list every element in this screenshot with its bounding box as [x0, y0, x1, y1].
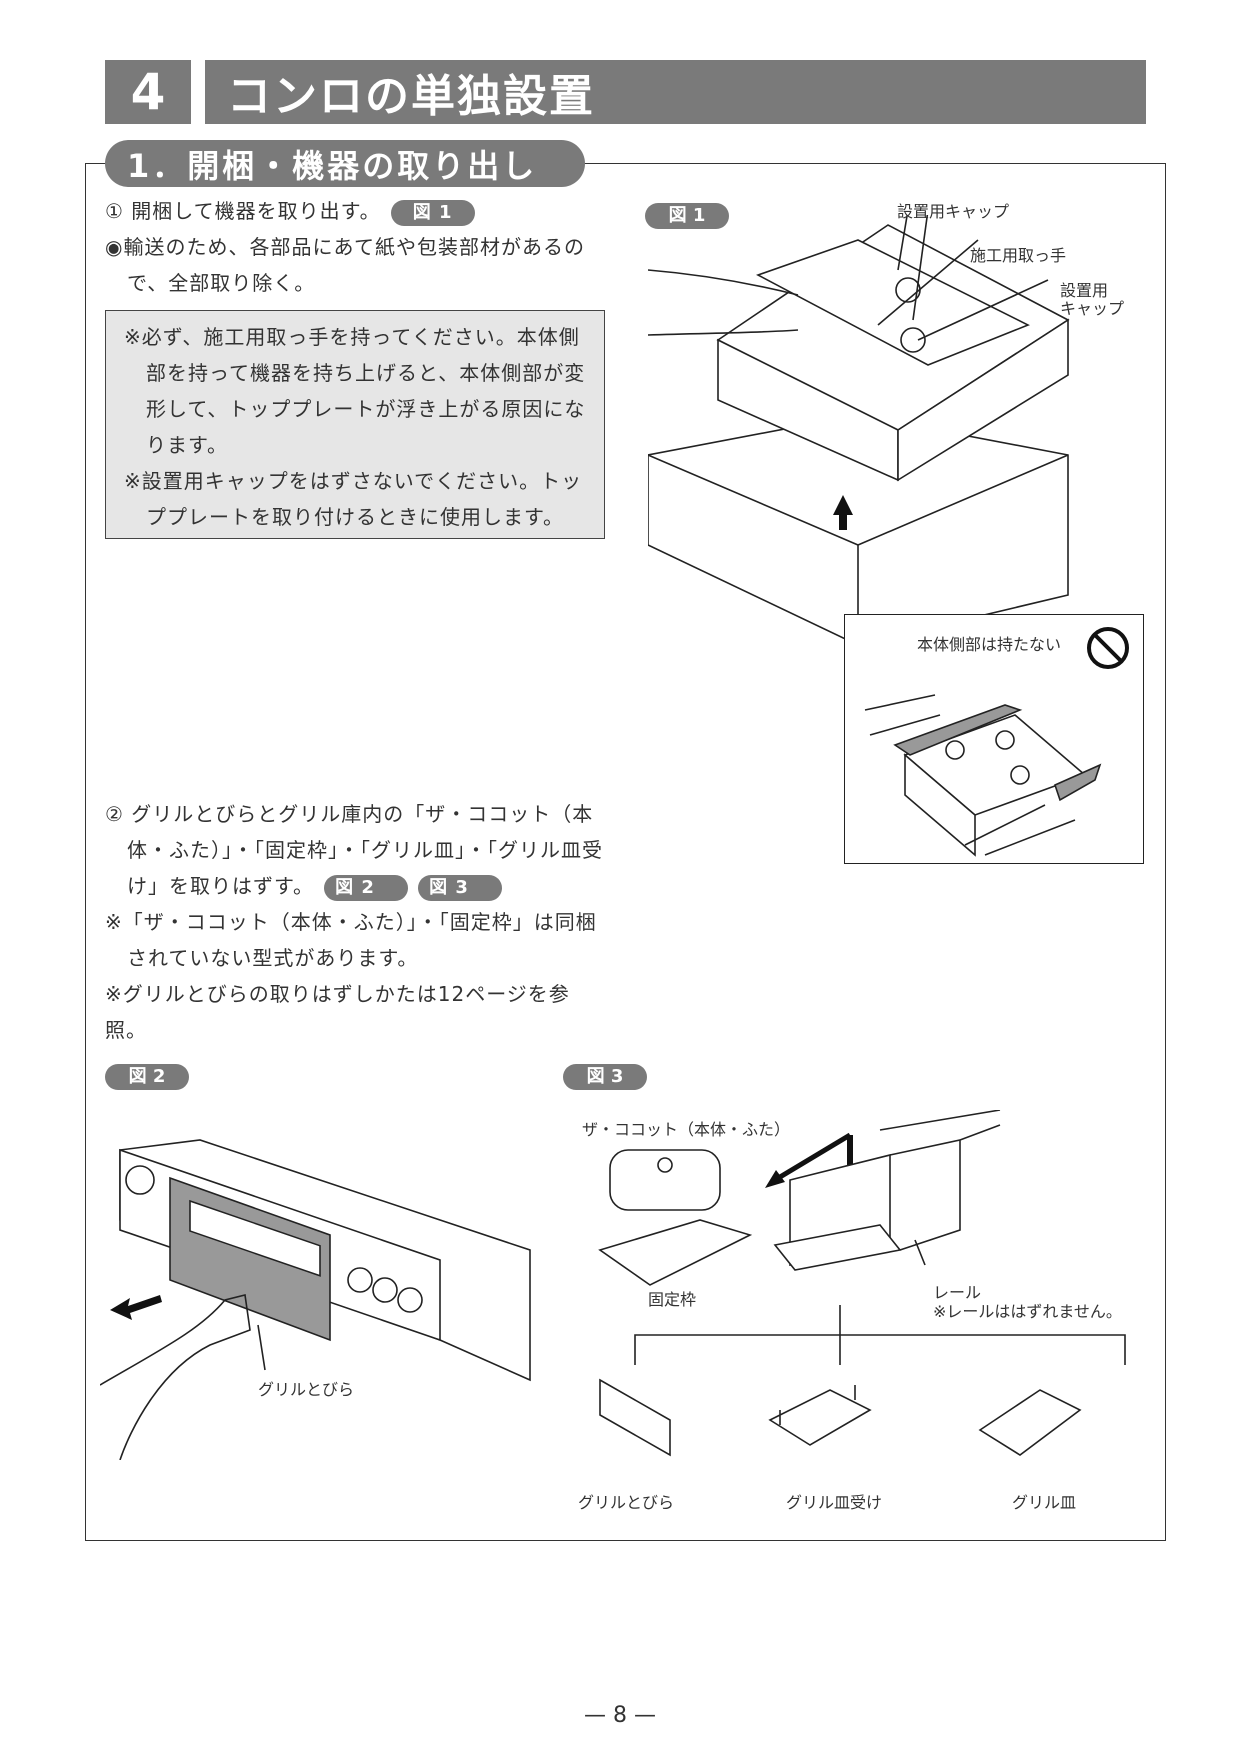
note-line: ※設置用キャップをはずさないでください。トッププレートを取り付けるときに使用しま… — [124, 469, 583, 529]
section-frame — [85, 163, 1166, 1541]
label-rail: レール — [933, 1283, 982, 1302]
pull-arrow-icon — [110, 1295, 162, 1320]
part-door — [599, 1378, 671, 1457]
chapter-number: 4 — [105, 60, 191, 124]
step1-bullet: ◉輸送のため、各部品にあて紙や包装部材があるので、全部取り除く。 — [105, 235, 586, 295]
section-title: 1．開梱・機器の取り出し — [105, 140, 585, 187]
fig1-inset: 本体側部は持たない — [844, 614, 1144, 864]
fig2-label-door: グリルとびら — [258, 1380, 355, 1399]
fig3-illustration — [598, 1110, 1126, 1457]
prohibited-icon — [1087, 627, 1129, 669]
caution-note: ※必ず、施工用取っ手を持ってください。本体側部を持って機器を持ち上げると、本体側… — [105, 310, 605, 539]
fig1-ref: 図 1 — [390, 199, 475, 226]
note-line: ※必ず、施工用取っ手を持ってください。本体側部を持って機器を持ち上げると、本体側… — [124, 325, 586, 457]
up-arrow-icon — [833, 495, 853, 530]
part-tray — [978, 1389, 1082, 1456]
fig1-illustration — [648, 215, 1070, 646]
fig3-ref: 図 3 — [418, 874, 502, 901]
label-rail-note: ※レールははずれません。 — [933, 1302, 1122, 1321]
label-cap2a: 設置用 — [1060, 281, 1109, 300]
inset-label: 本体側部は持たない — [917, 635, 1062, 654]
label-tray: グリル皿 — [1012, 1493, 1077, 1512]
label-cocotte: ザ・ココット（本体・ふた） — [582, 1120, 791, 1139]
fig1-tag: 図 1 — [645, 203, 729, 229]
label-grill-door: グリルとびら — [578, 1493, 675, 1512]
label-handle: 施工用取っ手 — [970, 246, 1067, 265]
fig2-ref: 図 2 — [324, 874, 408, 901]
step1-text: ① 開梱して機器を取り出す。 — [105, 199, 381, 223]
chapter-title: コンロの単独設置 — [205, 60, 1146, 124]
step2: ② グリルとびらとグリル庫内の「ザ・ココット（本体・ふた）」・「固定枠」・「グリ… — [105, 796, 605, 1048]
label-fixed-frame: 固定枠 — [648, 1290, 697, 1309]
page-number: — 8 — — [584, 1703, 656, 1728]
fig2-tag: 図 2 — [105, 1064, 189, 1090]
step2-note2: ※グリルとびらの取りはずしかたは12ページを参照。 — [105, 982, 570, 1042]
fig3-tag: 図 3 — [563, 1064, 647, 1090]
label-cap2b: キャップ — [1060, 299, 1125, 318]
step1: ① 開梱して機器を取り出す。図 1 ◉輸送のため、各部品にあて紙や包装部材がある… — [105, 193, 605, 301]
inset-illustration — [864, 694, 1102, 857]
cocotte — [609, 1149, 721, 1211]
label-cap: 設置用キャップ — [897, 202, 1010, 221]
step2-text: ② グリルとびらとグリル庫内の「ザ・ココット（本体・ふた）」・「固定枠」・「グリ… — [105, 802, 603, 898]
label-tray-holder: グリル皿受け — [786, 1493, 883, 1512]
step2-note1: ※「ザ・ココット（本体・ふた）」・「固定枠」は同梱されていない型式があります。 — [105, 910, 597, 970]
fig2-illustration — [100, 1139, 531, 1460]
